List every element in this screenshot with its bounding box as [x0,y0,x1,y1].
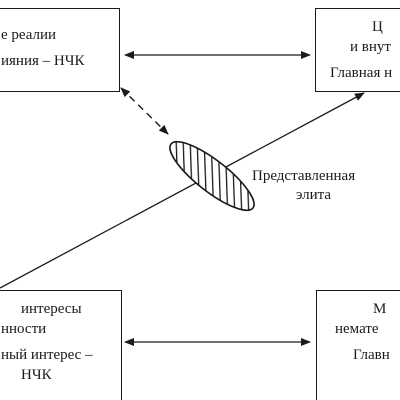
box-top-left: е реалии ияния – НЧК [0,8,120,92]
elite-label-line-2: элита [296,187,332,203]
box-bottom-left-line-2: нности [1,321,47,337]
elite-label-line-1: Представленная [252,168,356,184]
box-bottom-right-line-3: Главн [353,347,390,363]
box-top-right-line-3: Главная н [330,65,393,81]
box-bottom-right-line-1: М [373,301,387,317]
box-top-right-line-1: Ц [372,19,383,35]
box-top-right: Ц и внут Главная н [315,8,400,92]
diagonal-arrow [0,92,365,289]
dashed-double-arrow [120,87,169,135]
box-top-right-line-2: и внут [350,39,391,55]
elite-ellipse [169,140,255,212]
box-bottom-left: интересы нности ный интерес – НЧК [0,290,122,400]
box-bottom-right: М немате Главн [316,290,400,400]
box-bottom-left-line-3: ный интерес – [1,347,93,363]
box-top-left-line-2: ияния – НЧК [1,53,85,69]
box-bottom-left-line-1: интересы [21,301,82,317]
box-bottom-right-line-2: немате [335,321,379,337]
box-top-left-line-1: е реалии [1,27,57,43]
box-bottom-left-line-4: НЧК [21,367,52,383]
